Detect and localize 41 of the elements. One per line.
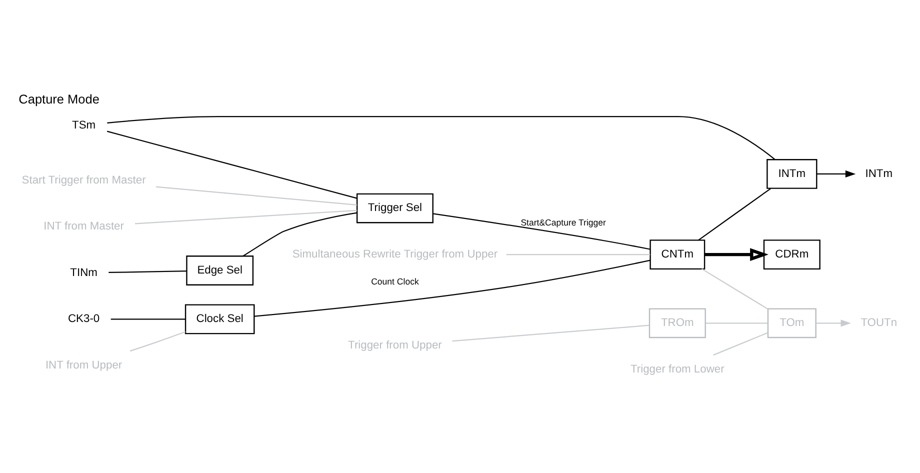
connector	[698, 188, 772, 240]
connector	[706, 322, 768, 324]
connector	[135, 209, 357, 224]
node-box: Edge Sel	[186, 255, 254, 285]
arrow	[816, 319, 851, 326]
connector	[108, 270, 187, 273]
connector	[452, 324, 650, 342]
connector	[713, 332, 768, 356]
edge-label: Start&Capture Trigger	[520, 217, 606, 228]
node-text: CK3-0	[68, 312, 100, 325]
node-box: Trigger Sel	[356, 192, 434, 223]
connector	[106, 130, 358, 198]
node-box: CNTm	[650, 239, 706, 270]
node-text: TOUTn	[860, 316, 898, 329]
node-box: INTm	[766, 158, 818, 188]
node-text: INT from Upper	[45, 358, 122, 371]
node-text: INT from Master	[44, 220, 124, 232]
edge-label: Count Clock	[371, 276, 419, 286]
node-text: TSm	[72, 118, 96, 131]
connector	[432, 212, 650, 250]
connector	[702, 268, 768, 310]
node-text: Simultaneous Rewrite Trigger from Upper	[292, 248, 498, 260]
node-text: TINm	[70, 266, 98, 278]
arrow	[816, 170, 856, 178]
arrow	[704, 248, 768, 260]
node-box: TROm	[648, 308, 706, 338]
connector	[110, 318, 186, 320]
connector	[130, 330, 186, 352]
connector	[242, 212, 357, 256]
node-box: TOm	[767, 308, 816, 338]
connector	[107, 115, 776, 160]
node-box: CDRm	[763, 239, 820, 270]
connector	[506, 254, 650, 255]
node-text: Trigger from Upper	[348, 338, 442, 351]
node-text: Trigger from Lower	[630, 362, 724, 375]
connector	[254, 259, 650, 316]
node-text: INTm	[865, 167, 893, 180]
diagram-title: Capture Mode	[18, 91, 100, 106]
connector	[156, 186, 357, 205]
node-box: Clock Sel	[184, 304, 255, 334]
node-text: Start Trigger from Master	[22, 174, 146, 186]
